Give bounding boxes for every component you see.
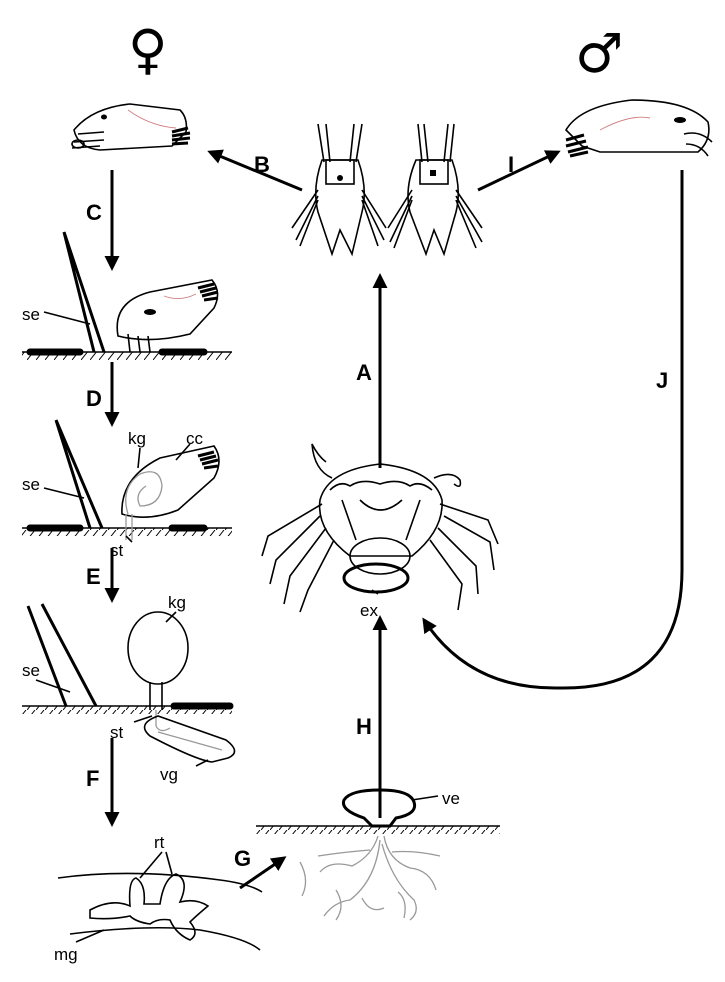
label-se-c: se (22, 305, 40, 324)
label-rt: rt (154, 833, 165, 852)
settling-cyprid-panel (22, 232, 232, 360)
step-label-e: E (86, 564, 101, 589)
interna-rootlets-panel (58, 873, 262, 950)
step-label-h: H (356, 714, 372, 739)
male-cyprid (566, 100, 712, 156)
step-label-d: D (86, 386, 102, 411)
crab-host-with-externa (262, 444, 498, 612)
label-cc: cc (186, 429, 204, 448)
label-st-d: st (110, 541, 124, 560)
arrow-i (478, 152, 558, 190)
kentrogon-injection-panel (22, 604, 235, 762)
label-ve: ve (442, 789, 460, 808)
label-se-d: se (22, 475, 40, 494)
step-label-c: C (86, 200, 102, 225)
step-label-g: G (234, 846, 251, 871)
label-kg-e: kg (168, 593, 186, 612)
female-symbol: ♀ (128, 18, 168, 81)
nauplius-larva-left (292, 124, 386, 254)
label-kg-d: kg (128, 429, 146, 448)
step-label-f: F (86, 766, 99, 791)
label-se-e: se (22, 661, 40, 680)
label-vg: vg (160, 765, 178, 784)
step-label-j: J (656, 368, 668, 393)
step-label-b: B (254, 152, 270, 177)
nauplius-larva-right (388, 124, 482, 254)
step-label-i: I (508, 152, 514, 177)
label-st-e: st (110, 723, 124, 742)
label-mg: mg (54, 945, 78, 964)
arrow-j (424, 170, 682, 688)
virgin-externa-panel (256, 790, 500, 920)
label-ex: ex (360, 601, 378, 620)
male-symbol: ♂ (575, 22, 623, 85)
female-cyprid (72, 104, 190, 150)
step-label-a: A (356, 360, 372, 385)
